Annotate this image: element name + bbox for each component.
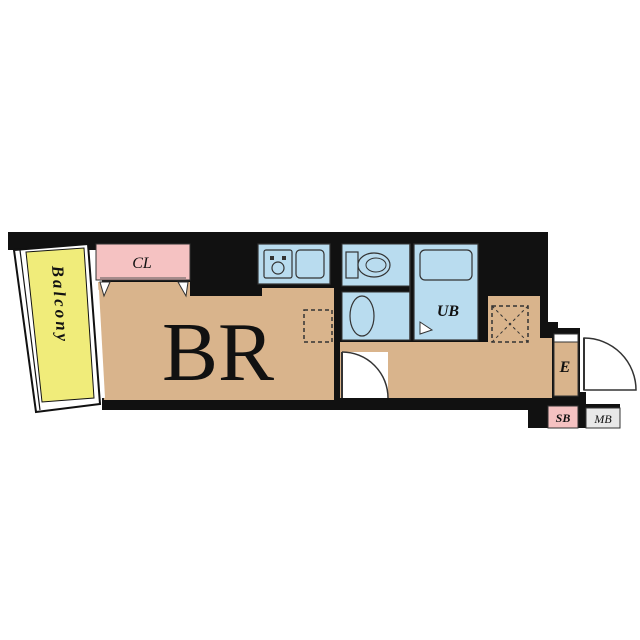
- door-swing-icon: [341, 351, 389, 399]
- balcony-area: [25, 247, 95, 403]
- closet-label: CL: [132, 255, 152, 272]
- toilet-bowl-icon: [357, 252, 391, 278]
- unit-bath-label: UB: [437, 303, 460, 320]
- shoe-box: [547, 405, 579, 429]
- stove-burner-icon: [271, 261, 285, 275]
- toilet-tank-icon: [345, 251, 359, 279]
- balcony: Balcony: [12, 242, 102, 414]
- door-swing-area: [342, 352, 388, 398]
- entrance-floor: [553, 333, 579, 397]
- bedroom: BR: [95, 282, 334, 400]
- washer-cross-2: [491, 305, 529, 343]
- hallway-floor: [340, 296, 552, 398]
- balcony-edge: [19, 249, 41, 411]
- entry-door-icon: [583, 337, 637, 391]
- hallway: [340, 296, 552, 398]
- washbasin-icon: [349, 295, 375, 337]
- toilet-seat-icon: [365, 257, 387, 273]
- closet-door-left: [99, 281, 111, 298]
- fridge-space: [303, 309, 333, 343]
- closet-door-right: [177, 281, 189, 298]
- kitchen: [257, 243, 331, 285]
- washbasin-area: [341, 291, 411, 341]
- stove-knob-icon-2: [282, 256, 286, 260]
- interior-door: [341, 351, 389, 399]
- bedroom-window: [95, 289, 105, 399]
- shoe-box-label: SB: [556, 411, 571, 425]
- bedroom-floor: [98, 282, 334, 400]
- bath-door-icon: [419, 321, 434, 335]
- storage-boxes: SB MB: [547, 405, 621, 429]
- entrance: E: [553, 333, 637, 397]
- closet-area: [95, 243, 191, 281]
- meter-box-label: MB: [593, 412, 612, 426]
- partition-wall: [334, 244, 340, 352]
- closet: CL: [95, 243, 191, 298]
- entrance-label: E: [559, 359, 571, 376]
- bathtub-icon: [419, 249, 473, 281]
- stove-knob-icon: [270, 256, 274, 260]
- washroom: [341, 243, 411, 341]
- washer-space: [491, 305, 529, 343]
- meter-box: [585, 407, 621, 429]
- bedroom-label: BR: [162, 306, 274, 399]
- kitchen-sink: [295, 249, 325, 279]
- unit-bath: UB: [413, 243, 479, 341]
- entrance-step: [553, 333, 579, 343]
